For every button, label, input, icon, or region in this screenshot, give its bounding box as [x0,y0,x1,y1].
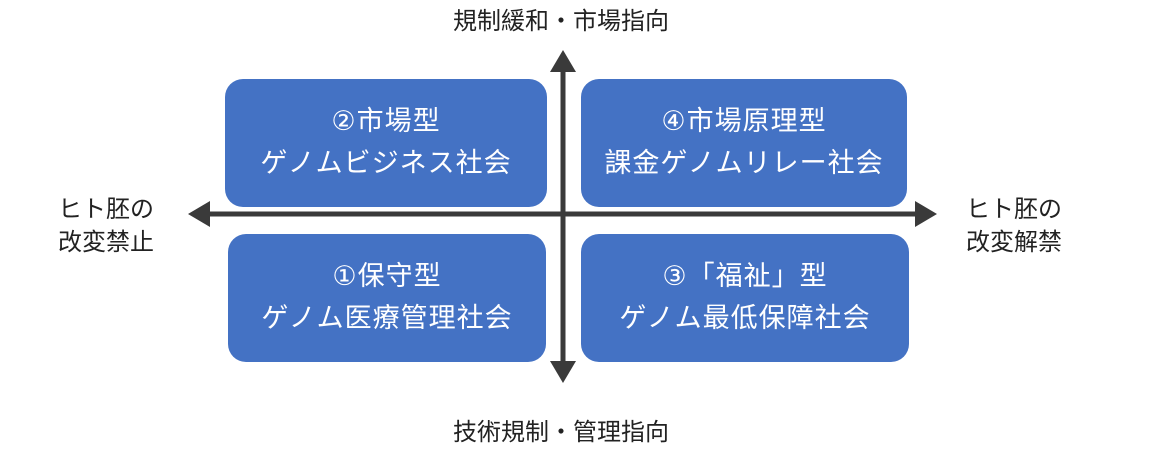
quadrant-subtitle: ゲノム医療管理社会 [261,303,513,334]
right-arrow-head [915,201,937,227]
axis-label-top: 規制緩和・市場指向 [453,7,669,35]
axis-label-right: ヒト胚の 改変解禁 [966,193,1062,259]
quadrant-title: ④市場原理型 [661,106,827,137]
axis-label-right-line-2: 改変解禁 [966,228,1062,256]
axis-label-bottom: 技術規制・管理指向 [453,418,669,446]
quadrant-subtitle: ゲノム最低保障社会 [619,303,871,334]
quadrant-market-type: ②市場型 ゲノムビジネス社会 [225,79,547,207]
axis-label-left-line-1: ヒト胚の [58,195,154,223]
left-arrow-head [188,201,210,227]
quadrant-title: ②市場型 [331,106,441,137]
quadrant-market-principle-type: ④市場原理型 課金ゲノムリレー社会 [581,79,907,207]
quadrant-subtitle: ゲノムビジネス社会 [260,148,512,179]
quadrant-title: ①保守型 [332,261,442,292]
axis-label-left: ヒト胚の 改変禁止 [58,193,154,259]
down-arrow-head [550,361,576,383]
axis-label-left-line-2: 改変禁止 [58,228,154,256]
quadrant-title: ③「福祉」型 [662,261,828,292]
up-arrow-head [550,50,576,72]
quadrant-welfare-type: ③「福祉」型 ゲノム最低保障社会 [581,234,909,362]
quadrant-subtitle: 課金ゲノムリレー社会 [604,148,884,179]
axis-label-right-line-1: ヒト胚の [966,195,1062,223]
quadrant-conservative-type: ①保守型 ゲノム医療管理社会 [228,234,546,362]
